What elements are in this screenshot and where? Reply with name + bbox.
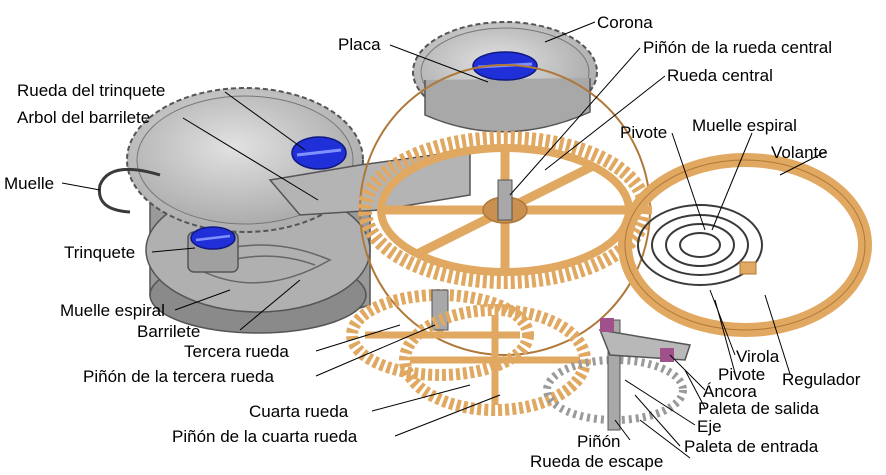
- fourth-wheel: [399, 304, 591, 416]
- label-pinon-cuarta-rueda: Piñón de la cuarta rueda: [172, 427, 358, 446]
- label-regulador: Regulador: [782, 370, 861, 389]
- label-rueda-escape: Rueda de escape: [530, 452, 663, 471]
- label-pivote-bottom: Pivote: [718, 365, 765, 384]
- label-pinon: Piñón: [577, 432, 620, 451]
- click: [187, 226, 239, 273]
- center-wheel: [358, 64, 652, 356]
- label-placa: Placa: [338, 35, 381, 54]
- crown-wheel: [412, 21, 598, 133]
- leader-lines: [61, 21, 826, 459]
- hairspring: [637, 204, 763, 286]
- label-paleta-salida: Paleta de salida: [698, 399, 820, 418]
- label-volante: Volante: [771, 143, 828, 162]
- pallet-fork: [598, 318, 691, 362]
- label-arbol-barrilete: Arbol del barrilete: [17, 108, 150, 127]
- label-virola: Virola: [736, 347, 780, 366]
- label-pivote-top: Pivote: [620, 123, 667, 142]
- label-rueda-trinquete: Rueda del trinquete: [17, 81, 165, 100]
- label-eje: Eje: [697, 417, 722, 436]
- label-trinquete: Trinquete: [64, 243, 135, 262]
- barrel-mainspring: [189, 244, 332, 284]
- label-muelle-espiral-left: Muelle espiral: [60, 301, 165, 320]
- label-rueda-central: Rueda central: [667, 66, 773, 85]
- label-ancora: Áncora: [703, 382, 757, 401]
- label-paleta-entrada: Paleta de entrada: [684, 437, 819, 456]
- label-tercera-rueda: Tercera rueda: [184, 342, 289, 361]
- labels: Corona Placa Piñón de la rueda central R…: [4, 13, 861, 471]
- label-pinon-rueda-central: Piñón de la rueda central: [643, 38, 832, 57]
- label-pinon-tercera-rueda: Piñón de la tercera rueda: [83, 367, 274, 386]
- label-cuarta-rueda: Cuarta rueda: [249, 402, 349, 421]
- screw-ratchet: [291, 136, 347, 170]
- balance-wheel: [618, 153, 872, 337]
- label-barrilete: Barrilete: [137, 322, 200, 341]
- label-muelle: Muelle: [4, 174, 54, 193]
- label-corona: Corona: [597, 13, 653, 32]
- click-spring: [97, 167, 161, 214]
- label-muelle-espiral-top: Muelle espiral: [692, 116, 797, 135]
